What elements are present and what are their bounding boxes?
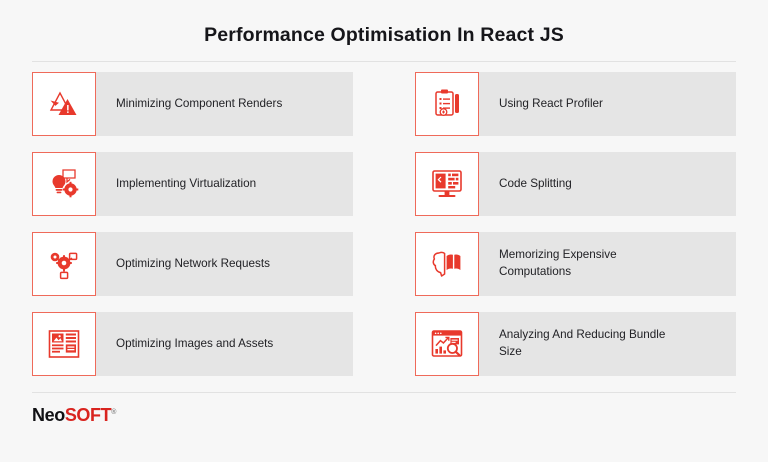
card-analyzing-and-reducing-bundle-size[interactable]: Analyzing And Reducing Bundle Size xyxy=(415,312,736,377)
header-divider xyxy=(32,61,736,63)
footer-divider xyxy=(32,392,736,394)
neosoft-logo: NeoSOFT® xyxy=(32,406,116,424)
card-label: Code Splitting xyxy=(499,176,572,190)
card-body: Implementing Virtualization xyxy=(96,152,353,217)
logo-text-soft: SOFT xyxy=(64,405,112,426)
card-body: Optimizing Images and Assets xyxy=(96,312,353,377)
card-label: Memorizing Expensive Computations xyxy=(499,248,617,279)
card-implementing-virtualization[interactable]: Implementing Virtualization xyxy=(32,152,353,217)
logo-text-neo: Neo xyxy=(32,405,65,426)
footer: NeoSOFT® xyxy=(32,393,736,426)
cards-grid: Minimizing Component Renders xyxy=(32,62,736,392)
card-body: Optimizing Network Requests xyxy=(96,232,353,297)
clipboard-checklist-icon xyxy=(415,72,479,137)
card-minimizing-component-renders[interactable]: Minimizing Component Renders xyxy=(32,72,353,137)
card-body: Minimizing Component Renders xyxy=(96,72,353,137)
chart-magnifier-icon xyxy=(415,312,479,377)
card-label: Implementing Virtualization xyxy=(116,176,257,190)
registered-trademark-icon: ® xyxy=(111,409,116,417)
card-label: Optimizing Images and Assets xyxy=(116,336,274,350)
card-label: Optimizing Network Requests xyxy=(116,256,270,270)
card-code-splitting[interactable]: Code Splitting xyxy=(415,152,736,217)
card-body: Memorizing Expensive Computations xyxy=(479,232,736,297)
card-body: Analyzing And Reducing Bundle Size xyxy=(479,312,736,377)
image-layout-icon xyxy=(32,312,96,377)
card-optimizing-images-and-assets[interactable]: Optimizing Images and Assets xyxy=(32,312,353,377)
page-title: Performance Optimisation In React JS xyxy=(204,24,564,46)
lightbulb-gear-icon xyxy=(32,152,96,217)
card-label: Analyzing And Reducing Bundle Size xyxy=(499,328,666,359)
brain-book-icon xyxy=(415,232,479,297)
card-using-react-profiler[interactable]: Using React Profiler xyxy=(415,72,736,137)
network-gear-icon xyxy=(32,232,96,297)
warning-triangle-icon xyxy=(32,72,96,137)
card-memorizing-expensive-computations[interactable]: Memorizing Expensive Computations xyxy=(415,232,736,297)
monitor-code-icon xyxy=(415,152,479,217)
card-label: Minimizing Component Renders xyxy=(116,96,283,110)
card-label: Using React Profiler xyxy=(499,96,603,110)
card-optimizing-network-requests[interactable]: Optimizing Network Requests xyxy=(32,232,353,297)
header: Performance Optimisation In React JS xyxy=(0,0,768,47)
card-body: Using React Profiler xyxy=(479,72,736,137)
card-body: Code Splitting xyxy=(479,152,736,217)
